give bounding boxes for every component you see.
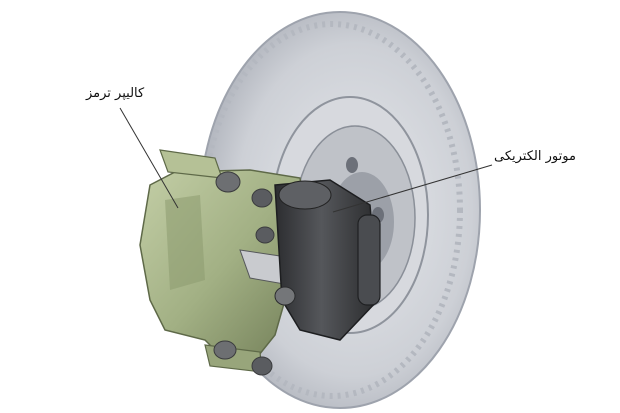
motor-leader-line [332,164,493,213]
electric-motor [274,179,381,341]
caliper-label: کالیپر ترمز [86,86,145,101]
caliper-leader-line [119,107,179,209]
caliper-body [139,149,306,376]
electric-motor-label: موتور الکتریکی [494,149,576,164]
